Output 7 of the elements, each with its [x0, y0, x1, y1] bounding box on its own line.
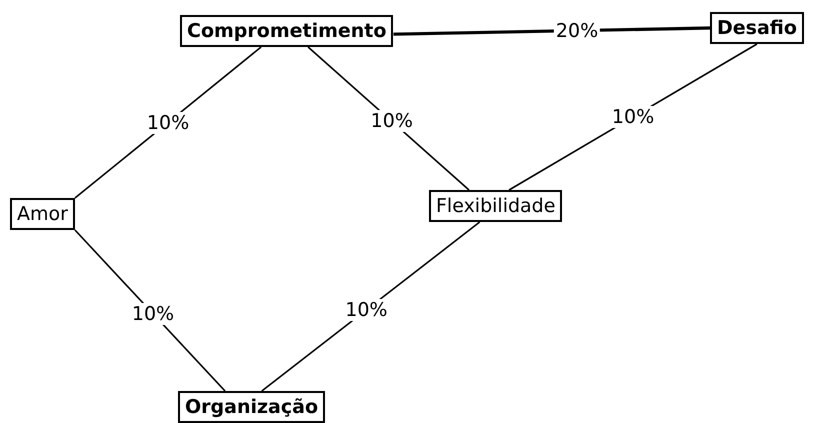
connector-line — [261, 221, 480, 392]
text-box: Desafio — [710, 12, 804, 44]
text-box: Amor — [10, 198, 75, 230]
edge-label: 10% — [610, 106, 656, 128]
text-box: Flexibilidade — [429, 190, 562, 222]
text-box: Organização — [178, 391, 325, 423]
text-box: Comprometimento — [180, 15, 394, 47]
